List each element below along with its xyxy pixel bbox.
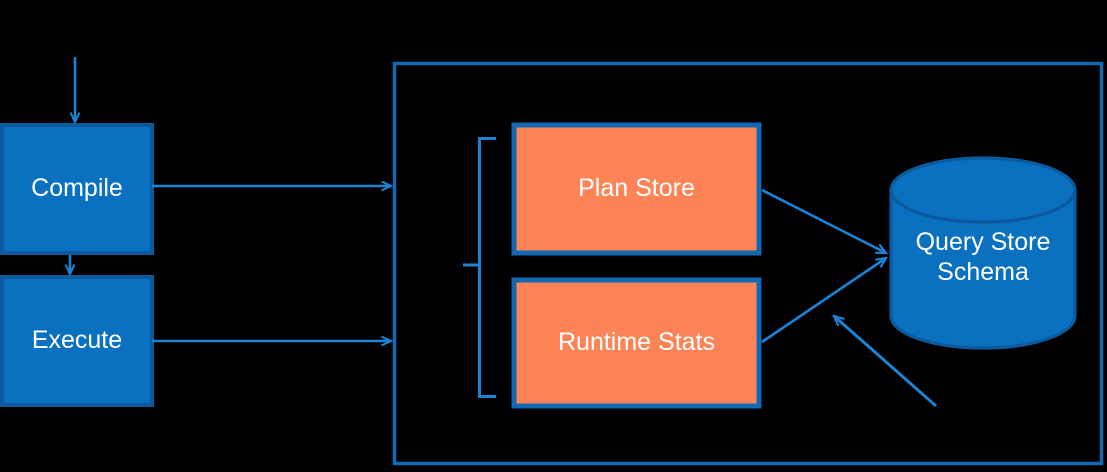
execute-box[interactable]	[0, 275, 154, 407]
query-store-schema-cylinder[interactable]	[889, 156, 1077, 350]
runtime-stats-box[interactable]	[511, 277, 762, 409]
query-store-boundary	[392, 61, 1104, 466]
connector-external-to-schema	[834, 316, 937, 408]
store-group-bracket	[463, 137, 496, 398]
compile-box[interactable]	[0, 123, 154, 255]
connector-plan-store-to-schema	[761, 188, 886, 253]
plan-store-box[interactable]	[511, 122, 762, 256]
connector-runtime-stats-to-schema	[761, 258, 886, 344]
